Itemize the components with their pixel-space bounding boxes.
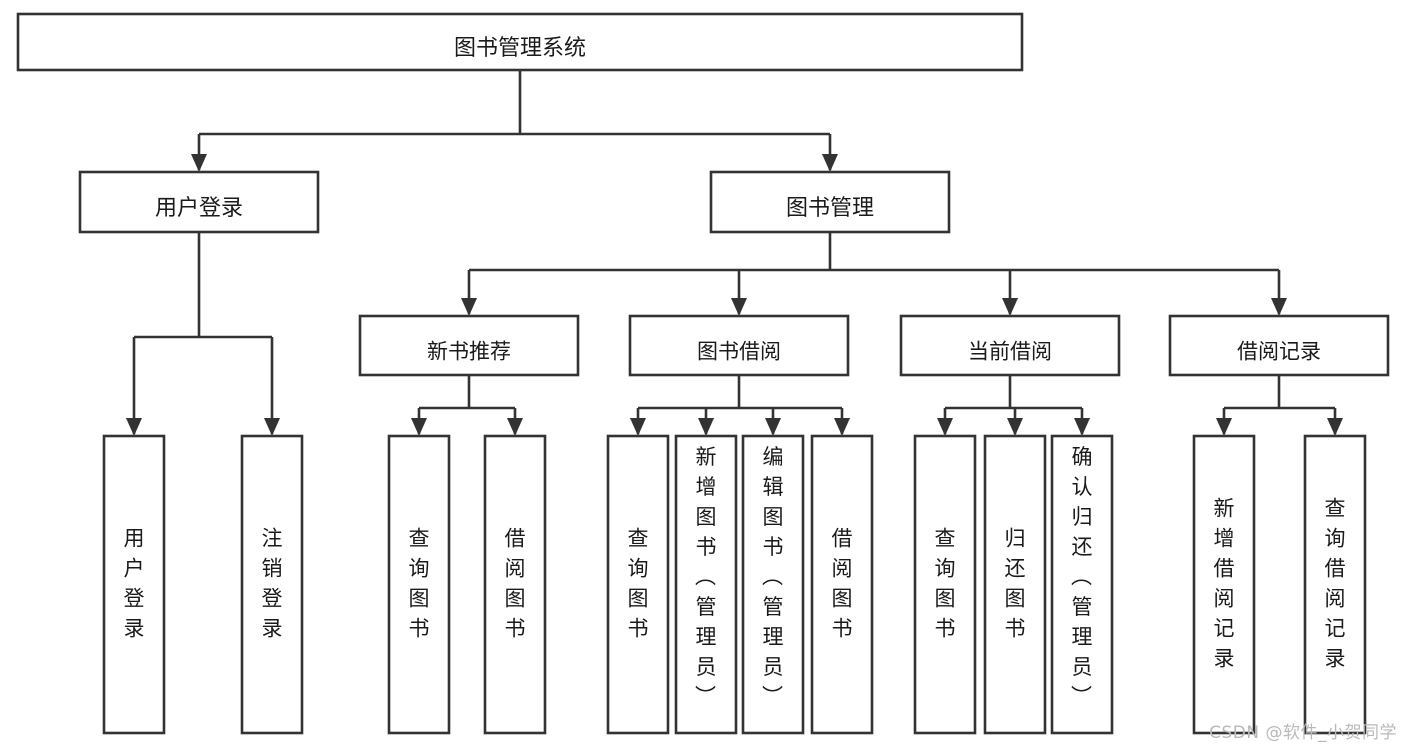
arrow-head-icon bbox=[1271, 298, 1287, 316]
arrow-head-icon bbox=[411, 418, 427, 436]
arrow-head-icon bbox=[191, 154, 207, 172]
node-box bbox=[810, 434, 874, 735]
node-label: 查询图书 bbox=[628, 527, 649, 641]
arrow-head-icon bbox=[1216, 418, 1232, 436]
node-new-book-recommend[interactable]: 新书推荐 bbox=[358, 314, 580, 377]
node-label: 图书借阅 bbox=[697, 340, 781, 364]
node-label: 借阅记录 bbox=[1237, 340, 1321, 364]
arrow-head-icon bbox=[1074, 418, 1090, 436]
node-box bbox=[78, 170, 320, 234]
arrow-head-icon bbox=[264, 418, 280, 436]
node-leaf-add-record[interactable]: 新增借阅记录 bbox=[1192, 434, 1256, 735]
node-borrow-record[interactable]: 借阅记录 bbox=[1168, 314, 1390, 377]
node-label: 借阅图书 bbox=[832, 527, 853, 641]
node-leaf-query-book-2[interactable]: 查询图书 bbox=[606, 434, 670, 735]
arrow-head-icon bbox=[937, 418, 953, 436]
node-label: 用户登录 bbox=[124, 527, 145, 641]
node-box bbox=[1192, 434, 1256, 735]
node-box bbox=[387, 434, 451, 735]
node-box bbox=[899, 314, 1121, 377]
node-leaf-borrow-book-2[interactable]: 借阅图书 bbox=[810, 434, 874, 735]
node-label: 新书推荐 bbox=[427, 340, 511, 364]
node-box bbox=[358, 314, 580, 377]
arrow-head-icon bbox=[1327, 418, 1343, 436]
node-leaf-query-book-3[interactable]: 查询图书 bbox=[913, 434, 977, 735]
arrow-head-icon bbox=[630, 418, 646, 436]
arrow-head-icon bbox=[126, 418, 142, 436]
node-box bbox=[674, 434, 738, 735]
arrow-head-icon bbox=[698, 418, 714, 436]
node-box bbox=[983, 434, 1047, 735]
node-book-borrow[interactable]: 图书借阅 bbox=[628, 314, 850, 377]
node-label: 借阅图书 bbox=[505, 527, 526, 641]
node-box bbox=[240, 434, 304, 735]
node-leaf-add-book[interactable]: 新增图书（管理员） bbox=[674, 434, 738, 735]
node-leaf-query-book-1[interactable]: 查询图书 bbox=[387, 434, 451, 735]
node-leaf-logout[interactable]: 注销登录 bbox=[240, 434, 304, 735]
arrow-head-icon bbox=[461, 298, 477, 316]
node-box bbox=[628, 314, 850, 377]
node-label: 新增借阅记录 bbox=[1214, 497, 1235, 671]
arrow-head-icon bbox=[822, 154, 838, 172]
node-leaf-return-book[interactable]: 归还图书 bbox=[983, 434, 1047, 735]
node-label: 编辑图书（管理员） bbox=[762, 445, 784, 709]
node-layer: 图书管理系统用户登录图书管理新书推荐图书借阅当前借阅借阅记录用户登录注销登录查询… bbox=[16, 12, 1390, 735]
node-label: 注销登录 bbox=[262, 527, 283, 641]
node-label: 图书管理 bbox=[786, 196, 874, 221]
node-user-login[interactable]: 用户登录 bbox=[78, 170, 320, 234]
node-root[interactable]: 图书管理系统 bbox=[16, 12, 1024, 72]
arrow-head-icon bbox=[731, 298, 747, 316]
node-label: 查询借阅记录 bbox=[1325, 497, 1346, 671]
node-leaf-user-login[interactable]: 用户登录 bbox=[102, 434, 166, 735]
node-box bbox=[913, 434, 977, 735]
node-box bbox=[483, 434, 547, 735]
node-label: 图书管理系统 bbox=[454, 36, 586, 61]
arrow-head-icon bbox=[1007, 418, 1023, 436]
node-leaf-edit-book[interactable]: 编辑图书（管理员） bbox=[741, 434, 805, 735]
node-box bbox=[16, 12, 1024, 72]
node-box bbox=[709, 170, 951, 234]
node-book-manage[interactable]: 图书管理 bbox=[709, 170, 951, 234]
node-label: 查询图书 bbox=[935, 527, 956, 641]
node-label: 新增图书（管理员） bbox=[695, 445, 717, 709]
node-leaf-query-record[interactable]: 查询借阅记录 bbox=[1303, 434, 1367, 735]
node-box bbox=[606, 434, 670, 735]
arrow-head-icon bbox=[834, 418, 850, 436]
connector-layer bbox=[126, 70, 1343, 436]
node-box bbox=[1303, 434, 1367, 735]
node-label: 用户登录 bbox=[155, 196, 243, 221]
node-leaf-confirm-return[interactable]: 确认归还（管理员） bbox=[1050, 434, 1114, 735]
node-current-borrow[interactable]: 当前借阅 bbox=[899, 314, 1121, 377]
node-label: 当前借阅 bbox=[968, 340, 1052, 364]
node-label: 归还图书 bbox=[1005, 527, 1026, 641]
node-box bbox=[1050, 434, 1114, 735]
node-box bbox=[1168, 314, 1390, 377]
node-box bbox=[741, 434, 805, 735]
node-leaf-borrow-book-1[interactable]: 借阅图书 bbox=[483, 434, 547, 735]
arrow-head-icon bbox=[1002, 298, 1018, 316]
arrow-head-icon bbox=[765, 418, 781, 436]
arrow-head-icon bbox=[507, 418, 523, 436]
node-label: 查询图书 bbox=[409, 527, 430, 641]
node-label: 确认归还（管理员） bbox=[1071, 445, 1093, 709]
node-box bbox=[102, 434, 166, 735]
